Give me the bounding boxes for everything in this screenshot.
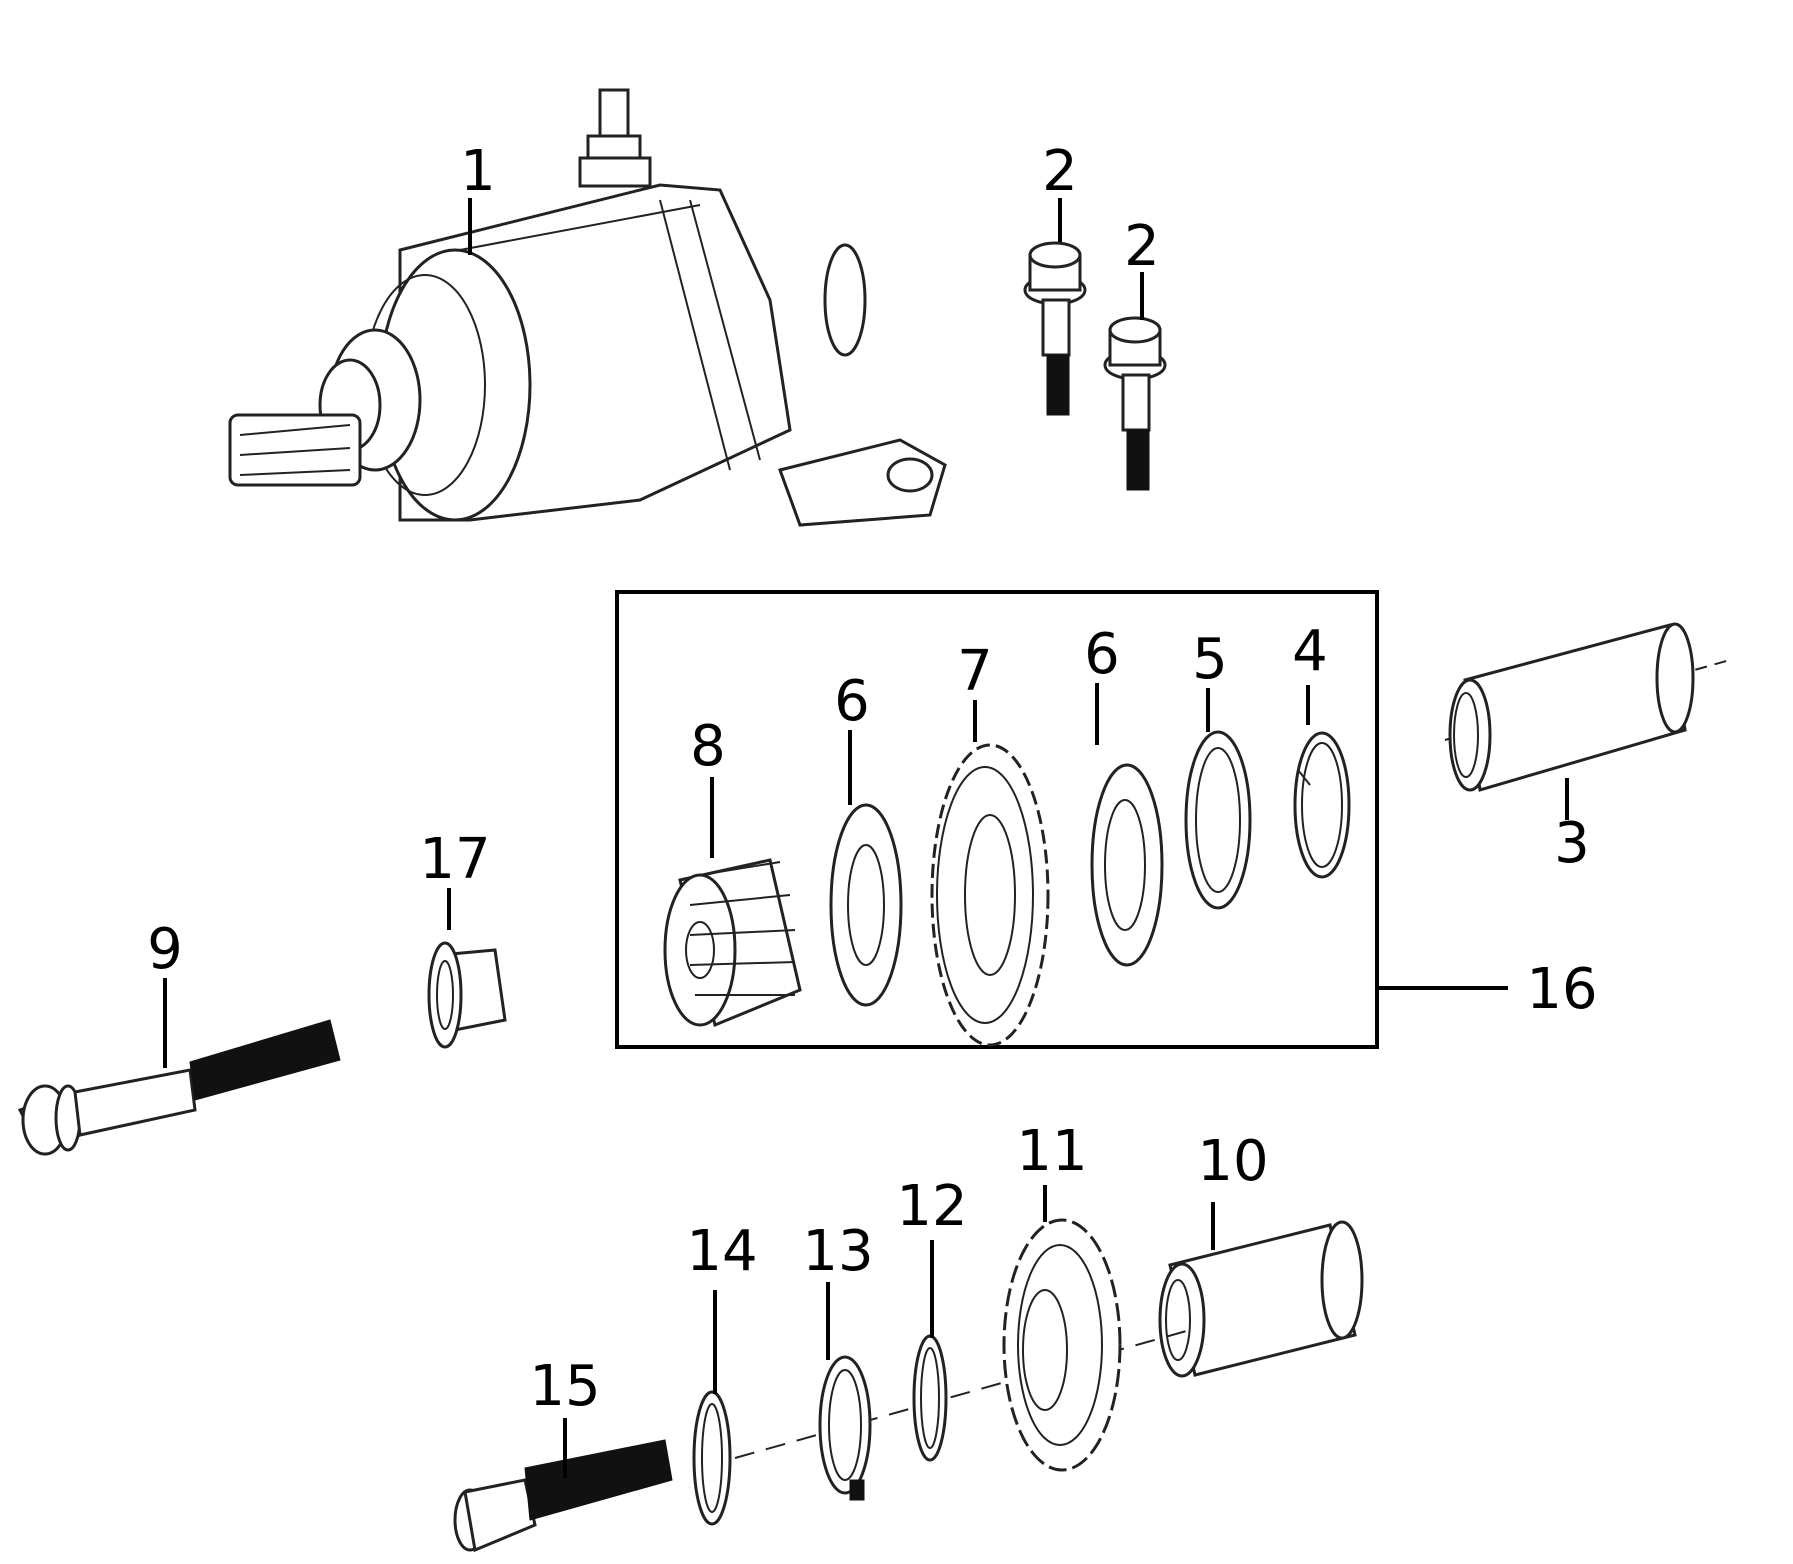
part-15-bolt: [453, 1439, 673, 1553]
part-4-circlip: [1293, 731, 1351, 879]
part-17-bushing: [427, 941, 507, 1049]
part-5-ring: [1184, 730, 1252, 910]
label-part-16: 16: [1526, 957, 1597, 1022]
label-part-10: 10: [1197, 1129, 1268, 1194]
part-2-bolt-a: [1023, 241, 1087, 416]
part-10-sleeve: [1158, 1220, 1364, 1378]
part-12-ring: [912, 1334, 948, 1462]
label-part-9: 9: [147, 917, 183, 982]
lower-shaft-centerline: [734, 1329, 1191, 1459]
part-9-bolt: [17, 1019, 341, 1156]
label-part-8: 8: [690, 714, 726, 779]
part-11-gear: [1002, 1218, 1122, 1472]
label-part-7: 7: [957, 639, 993, 704]
part-2-bolt-b: [1103, 316, 1167, 491]
leader-lines: [163, 198, 1569, 1478]
part-13-circlip: [818, 1355, 872, 1501]
label-part-11: 11: [1016, 1119, 1087, 1184]
label-part-17: 17: [419, 827, 490, 892]
label-part-2-b: 2: [1124, 214, 1160, 279]
label-part-14: 14: [686, 1219, 757, 1284]
part-3-sleeve: [1444, 622, 1731, 792]
part-14-ring: [692, 1390, 732, 1526]
label-part-12: 12: [896, 1174, 967, 1239]
part-8-gear: [663, 858, 802, 1028]
kit-16-box: [615, 590, 1379, 1049]
part-1-starter-motor: [228, 88, 947, 527]
label-part-1: 1: [460, 139, 496, 204]
label-part-2-a: 2: [1042, 139, 1078, 204]
callout-labels: 1 2 2 3 4 5 6 7 6 8 9 10 11 12 13 14 15 …: [147, 139, 1597, 1419]
label-part-15: 15: [529, 1354, 600, 1419]
label-part-5: 5: [1192, 627, 1228, 692]
label-part-6-a: 6: [834, 669, 870, 734]
part-6-washer-a: [829, 803, 903, 1007]
part-6-washer-b: [1090, 763, 1164, 967]
label-part-3: 3: [1554, 811, 1590, 876]
part-7-gear: [930, 743, 1050, 1047]
label-part-6-b: 6: [1084, 622, 1120, 687]
label-part-4: 4: [1292, 619, 1328, 684]
label-part-13: 13: [802, 1219, 873, 1284]
